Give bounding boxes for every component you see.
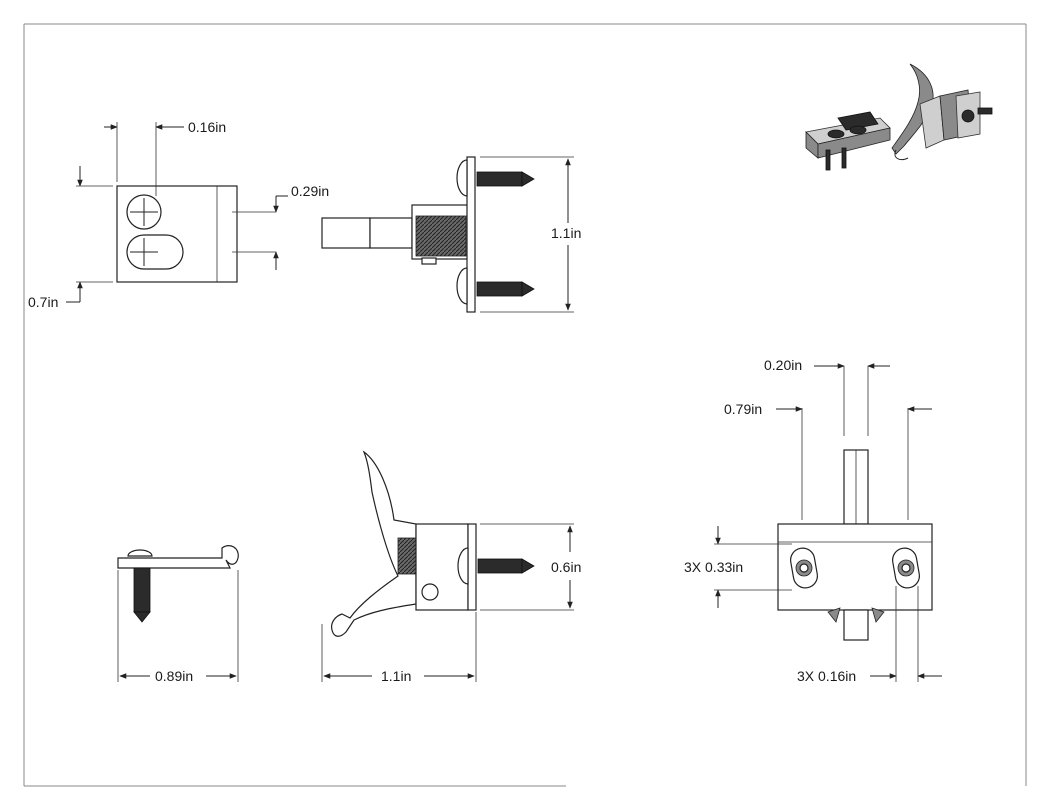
isometric-latch (891, 63, 993, 161)
dim-label: 0.6in (551, 559, 581, 575)
pin-hole-icon (421, 583, 439, 601)
screw-shaft-icon (476, 171, 523, 187)
dim-0-6in: 0.6in (551, 525, 581, 609)
bottom-right-front-view (714, 366, 933, 682)
dim-1-1in-vertical: 1.1in (551, 158, 581, 311)
dim-label: 1.1in (551, 225, 581, 241)
dim-label: 0.7in (28, 294, 58, 310)
screw-head-icon (127, 549, 153, 557)
dim-label: 0.29in (291, 183, 329, 199)
bottom-middle-latch-side (321, 450, 574, 682)
dim-3x-0-33in: 3X 0.33in (684, 526, 743, 608)
dim-label: 1.1in (381, 668, 411, 684)
dim-label: 0.89in (155, 668, 193, 684)
dim-0-16in: 0.16in (104, 119, 226, 135)
thread-icon (415, 215, 467, 257)
top-left-front-view (76, 122, 276, 283)
dim-label: 3X 0.16in (797, 668, 856, 684)
dim-0-20in: 0.20in (764, 357, 890, 373)
dim-label: 0.20in (764, 357, 802, 373)
bottom-left-strike-side (117, 545, 239, 682)
screw-shaft-icon (133, 567, 151, 613)
dim-0-29in: 0.29in (273, 183, 329, 270)
dim-label: 3X 0.33in (684, 559, 743, 575)
dim-0-7in: 0.7in (28, 166, 83, 310)
screw-head-icon (456, 159, 468, 197)
dim-1-1in-horizontal: 1.1in (323, 668, 475, 684)
drawing-frame (23, 23, 1027, 787)
screw-head-icon (457, 547, 469, 585)
dim-0-89in: 0.89in (119, 668, 237, 684)
dim-label: 0.79in (724, 401, 762, 417)
screw-shaft-icon (477, 558, 523, 574)
dim-3x-0-16in: 3X 0.16in (797, 668, 942, 684)
top-middle-side-view (321, 156, 574, 313)
screw-shaft-icon (476, 281, 523, 297)
dim-0-79in: 0.79in (724, 401, 932, 417)
dim-label: 0.16in (188, 119, 226, 135)
isometric-strike-plate (805, 111, 891, 171)
screw-head-icon (456, 267, 468, 305)
